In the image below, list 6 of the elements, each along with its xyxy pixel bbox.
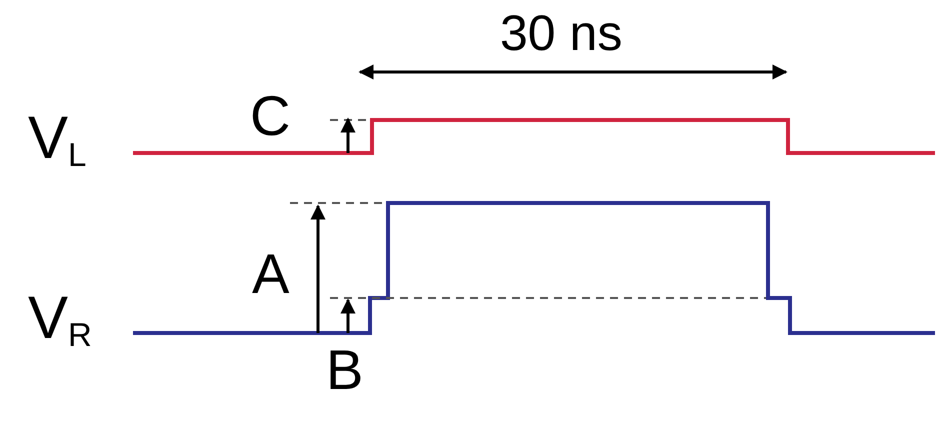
dimension-label: 30 ns — [500, 8, 622, 58]
measure-label: B — [326, 342, 364, 398]
signal-label: V$_{R}$ — [28, 288, 92, 348]
measure-label: C — [250, 88, 290, 144]
measure-label: A — [252, 246, 290, 302]
signal-label: V$_{L}$ — [28, 108, 86, 168]
